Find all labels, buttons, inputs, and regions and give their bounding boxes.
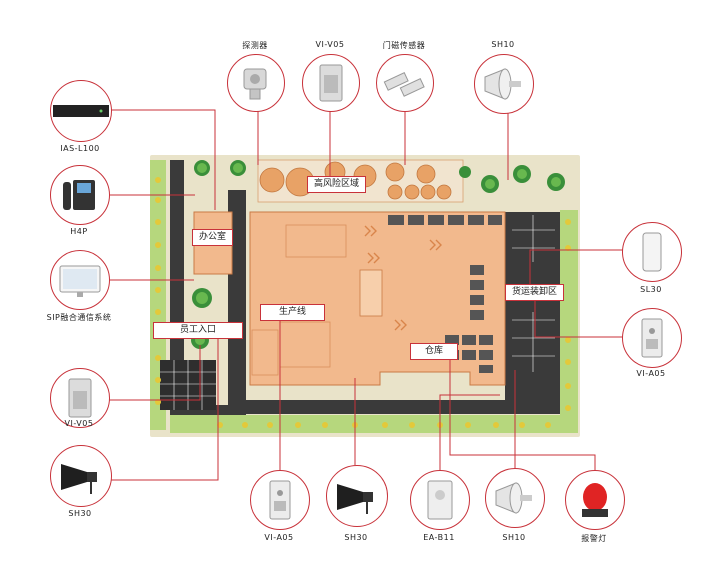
- ias-l100-device: [50, 80, 112, 142]
- vi-a05-right-label: VI-A05: [636, 369, 666, 378]
- vi-v05-left-label: VI-V05: [64, 419, 94, 428]
- sh30-bottom-label: SH30: [344, 533, 368, 542]
- sh10-bottom-label: SH10: [502, 533, 526, 542]
- zone-high-risk-label: 高风险区域: [307, 176, 367, 193]
- sh10-top-device: [474, 54, 534, 114]
- zone-loading-label: 货运装卸区: [505, 284, 565, 301]
- sip-system-label: SIP融合通信系统: [46, 313, 112, 322]
- vi-a05-right-device: [622, 308, 682, 368]
- sip-system-device: [50, 250, 110, 310]
- vi-v05-top-device: [302, 54, 360, 112]
- detector-device: [227, 54, 285, 112]
- zone-office-label: 办公室: [192, 229, 234, 246]
- zone-production-label: 生产线: [260, 304, 326, 321]
- alarm-light-device: [565, 470, 625, 530]
- sh10-bottom-device: [485, 468, 545, 528]
- door-sensor-label: 门磁传感器: [382, 41, 426, 50]
- alarm-light-label: 报警灯: [581, 534, 607, 543]
- vi-v05-top-label: VI-V05: [315, 40, 345, 49]
- sl30-device: [622, 222, 682, 282]
- sh30-bottom-device: [326, 465, 388, 527]
- sl30-label: SL30: [640, 285, 662, 294]
- door-sensor-device: [376, 54, 434, 112]
- ea-b11-label: EA-B11: [423, 533, 455, 542]
- sh10-top-label: SH10: [491, 40, 515, 49]
- ias-l100-label: IAS-L100: [60, 144, 100, 153]
- vi-v05-left-device: [50, 368, 110, 428]
- sh30-left-label: SH30: [68, 509, 92, 518]
- sh30-left-device: [50, 445, 112, 507]
- zone-staff-entrance-label: 员工入口: [153, 322, 244, 339]
- vi-a05-bottom-label: VI-A05: [264, 533, 294, 542]
- h4p-device: [50, 165, 110, 225]
- detector-label: 探测器: [242, 41, 268, 50]
- h4p-label: H4P: [70, 227, 88, 236]
- vi-a05-bottom-device: [250, 470, 310, 530]
- zone-warehouse-label: 仓库: [410, 343, 459, 360]
- ea-b11-device: [410, 470, 470, 530]
